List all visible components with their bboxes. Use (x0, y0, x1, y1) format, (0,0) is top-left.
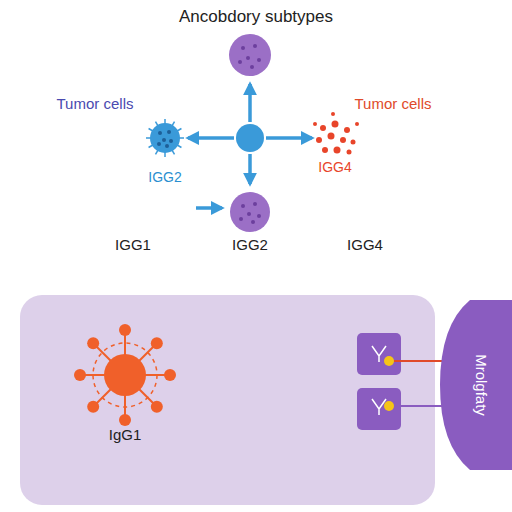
node-shape (141, 114, 189, 162)
node-shape (228, 190, 272, 234)
tumor-cell: IGG2 (141, 114, 189, 162)
text-label: Tumor cells (355, 96, 432, 113)
center-cell (236, 124, 264, 152)
node-shape (75, 325, 175, 425)
purple-cell: IGG2 (228, 190, 272, 234)
panel (20, 295, 435, 505)
node-label: IGG2 (232, 237, 268, 254)
text-label: IGG1 (115, 237, 151, 254)
node-shape (305, 108, 365, 168)
target-shape: Mrolgfaty (440, 300, 512, 470)
arrows (188, 84, 312, 208)
text-label: IGG4 (347, 237, 383, 254)
purple-cell (229, 34, 271, 76)
antibody-box (357, 388, 401, 430)
node-label: IGG2 (148, 170, 181, 185)
node-label: IgG1 (109, 427, 142, 444)
node-label: IGG4 (318, 160, 351, 175)
antibody-box (357, 333, 401, 375)
node-label: Mrolgfaty (473, 354, 490, 416)
title: Ancobdory subtypes (0, 7, 512, 27)
tumor-dots: IGG4 (305, 108, 365, 168)
text-label: Tumor cells (57, 96, 134, 113)
antibody-complex: IgG1 (75, 325, 175, 425)
